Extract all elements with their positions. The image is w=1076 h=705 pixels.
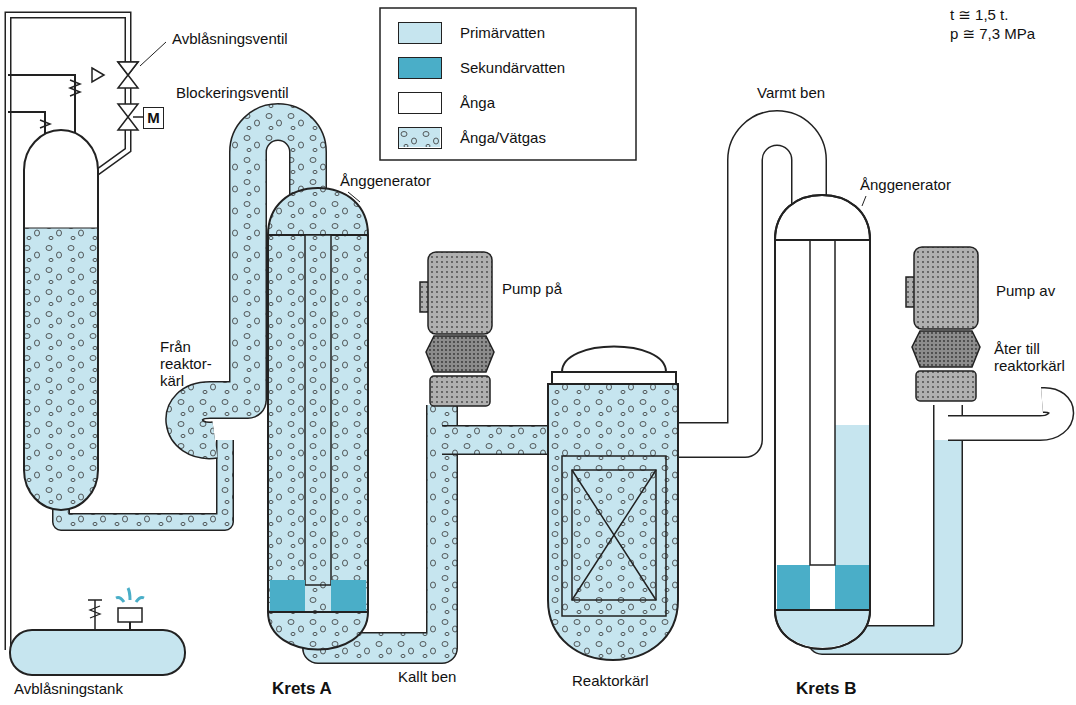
pipe-label: Kallt ben <box>398 668 456 685</box>
pipe-label: Varmt ben <box>757 84 825 101</box>
pressure-note: p ≅ 7,3 MPa <box>950 25 1035 42</box>
pump-label: Pump på <box>502 280 562 297</box>
legend-swatch <box>398 92 442 114</box>
legend-swatch <box>398 57 442 79</box>
legend-text: Ånga/Vätgas <box>460 127 546 149</box>
valve-label: Blockeringsventil <box>176 84 289 101</box>
component-label: Reaktorkärl <box>572 672 649 689</box>
component-label: Ånggenerator <box>340 172 431 189</box>
legend-swatch <box>398 22 442 44</box>
loop-label: Krets B <box>796 680 856 697</box>
legend-text: Primärvatten <box>460 22 545 44</box>
loop-label: Krets A <box>272 680 332 697</box>
motor-letter: M <box>147 109 160 126</box>
pipe-label: Från reaktor- kärl <box>160 338 222 389</box>
time-note: t ≅ 1,5 t. <box>950 6 1008 23</box>
legend-pattern <box>399 128 440 147</box>
legend-swatch <box>398 127 442 149</box>
legend-text: Ånga <box>460 92 495 114</box>
pump-label: Pump av <box>996 282 1055 299</box>
pipe-label: Åter till reaktorkärl <box>994 340 1076 374</box>
component-label: Avblåsningstank <box>14 680 123 697</box>
component-label: Ånggenerator <box>860 176 951 193</box>
valve-label: Avblåsningsventil <box>172 30 288 47</box>
legend-text: Sekundärvatten <box>460 57 565 79</box>
motor-box: M <box>143 107 164 129</box>
